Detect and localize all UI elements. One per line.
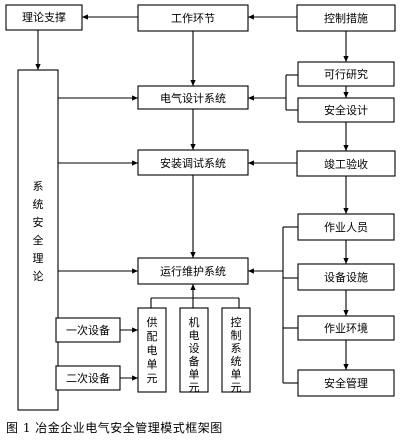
node-control-system-unit: 控制系统单元 (221, 307, 251, 394)
node-theory-support-label: 理论支撑 (22, 10, 66, 24)
node-safety-design-label: 安全设计 (324, 103, 368, 117)
node-operation-maintenance: 运行维护系统 (137, 257, 249, 285)
node-primary-equipment-1-label: 一次设备 (66, 323, 110, 337)
node-work-environment-label: 作业环境 (324, 321, 368, 335)
node-install-debug-label: 安装调试系统 (160, 156, 226, 170)
node-primary-equipment-2: 二次设备 (55, 365, 121, 391)
node-work-environment: 作业环境 (297, 315, 395, 341)
node-control-measures-label: 控制措施 (324, 11, 368, 25)
node-control-measures: 控制措施 (296, 4, 396, 32)
node-electrical-design-label: 电气设计系统 (160, 91, 226, 105)
node-completion-acceptance-label: 竣工验收 (324, 157, 368, 171)
node-safety-management-label: 安全管理 (324, 376, 368, 390)
node-feasibility-study-label: 可行研究 (324, 67, 368, 81)
node-work-link: 工作环节 (137, 4, 249, 32)
node-completion-acceptance: 竣工验收 (296, 150, 396, 177)
node-work-link-label: 工作环节 (171, 12, 215, 25)
node-electromech-unit-label: 机电设备单元 (189, 315, 200, 394)
node-feasibility-study: 可行研究 (297, 61, 395, 87)
node-system-safety-theory-label: 系统安全理论 (33, 180, 44, 283)
node-power-supply-unit-label: 供配电单元 (147, 315, 158, 385)
node-control-system-unit-label: 控制系统单元 (231, 315, 242, 394)
node-system-safety-theory: 系统安全理论 (17, 69, 59, 411)
node-primary-equipment-1: 一次设备 (55, 317, 121, 343)
node-equipment-facilities: 设备设施 (297, 263, 395, 291)
node-safety-design: 安全设计 (297, 97, 395, 123)
node-theory-support: 理论支撑 (5, 4, 83, 31)
node-install-debug: 安装调试系统 (137, 149, 249, 176)
node-electrical-design: 电气设计系统 (137, 85, 249, 110)
node-electromech-unit: 机电设备单元 (179, 307, 209, 394)
connectors (35, 14, 349, 384)
node-power-supply-unit: 供配电单元 (137, 307, 167, 393)
node-primary-equipment-2-label: 二次设备 (66, 371, 110, 385)
node-personnel-label: 作业人员 (324, 221, 368, 234)
node-equipment-facilities-label: 设备设施 (324, 270, 368, 284)
node-personnel: 作业人员 (297, 213, 395, 241)
node-safety-management: 安全管理 (297, 369, 395, 397)
node-operation-maintenance-label: 运行维护系统 (160, 264, 226, 278)
figure-caption: 图 1 冶金企业电气安全管理模式框架图 (6, 421, 223, 435)
